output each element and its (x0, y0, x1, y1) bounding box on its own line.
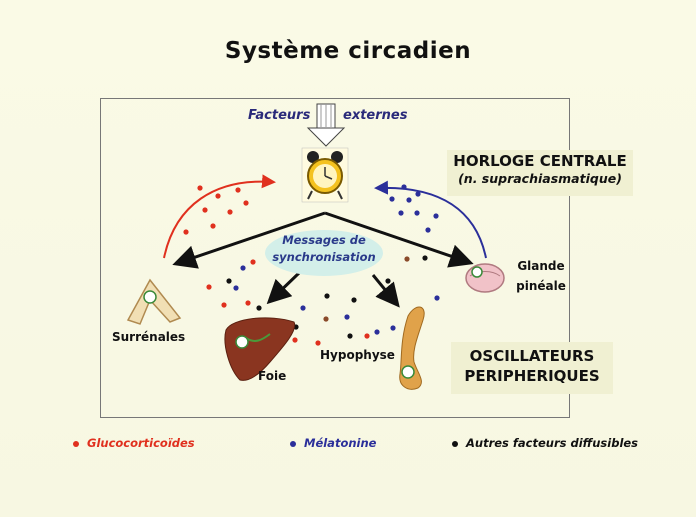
label-glande-line1: Glande (517, 259, 565, 273)
peripheral-line1: OSCILLATEURS (469, 347, 595, 365)
diagram-frame (100, 98, 570, 418)
legend-label-melatonine: Mélatonine (304, 436, 377, 450)
peripheral-oscillators: OSCILLATEURS PERIPHERIQUES (451, 346, 613, 386)
synchronisation-ellipse (265, 230, 383, 276)
adrenal-gland-icon (126, 278, 182, 325)
liver-icon (224, 317, 296, 381)
label-glande-line2: pinéale (516, 279, 566, 293)
pineal-gland-icon (465, 263, 505, 293)
legend-dot-blue (290, 440, 296, 447)
label-surrenales: Surrénales (112, 330, 186, 344)
label-foie: Foie (258, 369, 287, 383)
legend-glucocorticoides: Glucocorticoïdes (73, 436, 195, 450)
legend-dot-black (452, 440, 458, 447)
melatonin-dots (233, 184, 440, 335)
glucocorticoid-feedback-arrow (163, 174, 276, 259)
peripheral-oscillators-box (451, 342, 613, 394)
label-hypophyse: Hypophyse (320, 348, 395, 362)
central-clock-title: HORLOGE CENTRALE (453, 152, 627, 170)
melatonin-feedback-arrow (374, 180, 487, 259)
central-clock-box (447, 150, 633, 196)
legend-label-glucocorticoides: Glucocorticoïdes (87, 436, 195, 450)
page-title: Système circadien (224, 38, 472, 64)
external-factors-label: Facteurs (248, 108, 311, 123)
legend-dot-red (73, 440, 79, 447)
legend-label-autres: Autres facteurs diffusibles (466, 436, 639, 450)
label-glande-pineale: Glande pinéale (511, 256, 571, 296)
external-factors-label-2: externes (343, 108, 408, 123)
legend-autres-facteurs: Autres facteurs diffusibles (452, 436, 638, 450)
legend-melatonine: Mélatonine (290, 436, 376, 450)
pituitary-icon (399, 306, 425, 390)
central-clock-subtitle: (n. suprachiasmatique) (458, 171, 622, 186)
synchronisation-arrows (172, 211, 474, 308)
other-factors-dots (226, 255, 428, 339)
alarm-clock-icon (301, 147, 349, 203)
synchronisation-messages: Messages de synchronisation (262, 232, 386, 266)
synchronisation-line2: synchronisation (272, 250, 376, 264)
external-factors-arrow (306, 103, 346, 147)
synchronisation-line1: Messages de (282, 233, 366, 247)
peripheral-line2: PERIPHERIQUES (464, 367, 600, 385)
